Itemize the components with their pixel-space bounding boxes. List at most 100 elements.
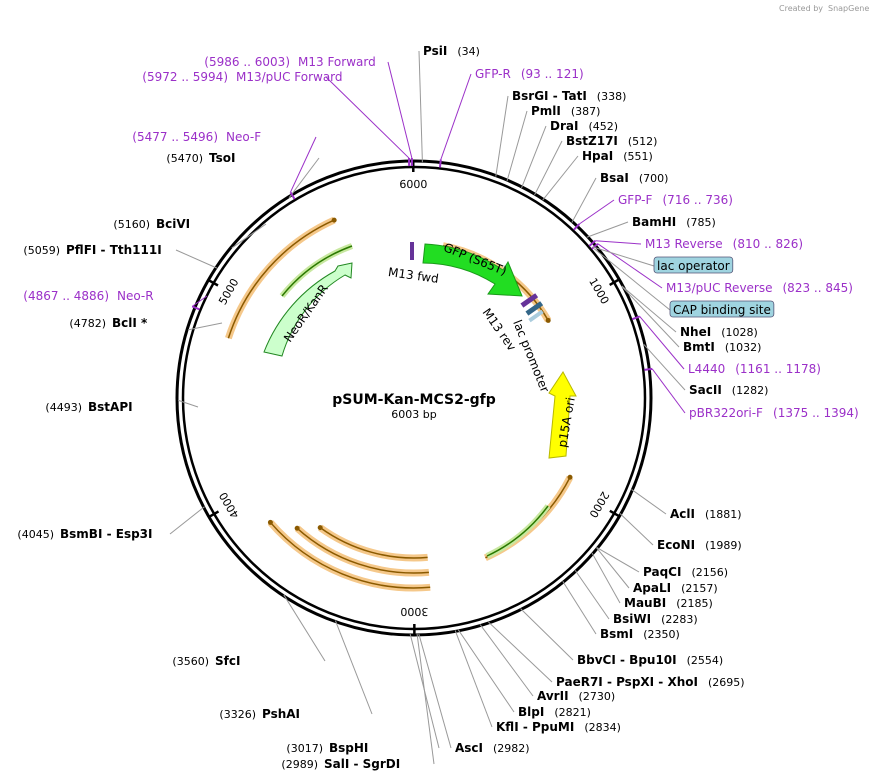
enzyme-position: (2695)	[708, 676, 745, 689]
enzyme-position: (2554)	[687, 654, 724, 667]
enzyme-position: (3326)	[219, 708, 256, 721]
enzyme-label[interactable]: BamHI	[632, 215, 676, 229]
primer-range: (93 .. 121)	[521, 67, 584, 81]
enzyme-label[interactable]: AclI	[670, 507, 695, 521]
primer-range: (4867 .. 4886)	[23, 289, 109, 303]
enzyme-label[interactable]: BstZ17I	[566, 134, 618, 148]
enzyme-position: (2283)	[661, 613, 698, 626]
enzyme-label[interactable]: BsiWI	[613, 612, 651, 626]
primer-label[interactable]: Neo-F	[226, 130, 261, 144]
tick-label-5000: 5000	[216, 276, 241, 307]
enzyme-label[interactable]: PflFI - Tth111I	[66, 243, 162, 257]
enzyme-label[interactable]: AvrII	[537, 689, 569, 703]
enzyme-position: (338)	[597, 90, 627, 103]
enzyme-position: (2350)	[643, 628, 680, 641]
label-leaders	[169, 50, 686, 765]
enzyme-position: (551)	[623, 150, 653, 163]
primer-range: (1161 .. 1178)	[735, 362, 821, 376]
enzyme-label[interactable]: KflI - PpuMI	[496, 720, 574, 734]
enzyme-label[interactable]: HpaI	[582, 149, 613, 163]
enzyme-position: (1028)	[721, 326, 758, 339]
enzyme-position: (2185)	[676, 597, 713, 610]
enzyme-position: (1282)	[732, 384, 769, 397]
enzyme-position: (5160)	[113, 218, 150, 231]
primer-label[interactable]: L4440	[688, 362, 725, 376]
primer-label[interactable]: M13/pUC Reverse	[666, 281, 773, 295]
boxed-feature[interactable]: CAP binding site	[669, 300, 775, 318]
enzyme-label[interactable]: BstAPI	[88, 400, 133, 414]
tick-label-1000: 1000	[586, 276, 611, 307]
site-labels: PsiI (34) BsrGI - TatI (338) PmlI (387)DraI (4…	[17, 44, 858, 771]
primer-label[interactable]: Neo-R	[117, 289, 154, 303]
plasmid-name: pSUM-Kan-MCS2-gfp	[332, 392, 496, 408]
enzyme-position: (1989)	[705, 539, 742, 552]
enzyme-label[interactable]: PaqCI	[643, 565, 681, 579]
enzyme-label[interactable]: DraI	[550, 119, 578, 133]
enzyme-label[interactable]: SalI - SgrDI	[324, 757, 400, 771]
enzyme-position: (785)	[686, 216, 716, 229]
enzyme-label[interactable]: BclI *	[112, 316, 148, 330]
enzyme-position: (4782)	[69, 317, 106, 330]
plasmid-length: 6003 bp	[391, 408, 436, 421]
credit-text: Created by	[779, 4, 823, 13]
tick-5000	[206, 278, 219, 287]
primer-label[interactable]: GFP-F	[618, 193, 653, 207]
enzyme-position: (34)	[457, 45, 480, 58]
feature-neor-kanr[interactable]: NeoR/KanR	[263, 262, 353, 357]
credit-brand: SnapGene	[828, 4, 869, 13]
enzyme-position: (3560)	[172, 655, 209, 668]
boxed-feature-label: lac operator	[657, 259, 730, 273]
enzyme-position: (3017)	[286, 742, 323, 755]
feature-m13-fwd-label: M13 fwd	[387, 265, 439, 286]
feature-gfp[interactable]: GFP (S65T)	[422, 240, 523, 297]
enzyme-label[interactable]: TsoI	[209, 151, 235, 165]
enzyme-label[interactable]: PshAI	[262, 707, 300, 721]
feature-lac-promoter-label: lac promoter	[510, 318, 552, 394]
enzyme-label[interactable]: BbvCI - Bpu10I	[577, 653, 677, 667]
boxed-feature[interactable]: lac operator	[653, 256, 734, 274]
enzyme-label[interactable]: PmlI	[531, 104, 561, 118]
orf-2	[483, 474, 574, 561]
enzyme-label[interactable]: BsmBI - Esp3I	[60, 527, 152, 541]
enzyme-label[interactable]: BciVI	[156, 217, 190, 231]
orf-5	[317, 524, 428, 562]
enzyme-label[interactable]: BsrGI - TatI	[512, 89, 587, 103]
enzyme-position: (5059)	[23, 244, 60, 257]
enzyme-label[interactable]: BspHI	[329, 741, 368, 755]
enzyme-label[interactable]: PsiI	[423, 44, 447, 58]
enzyme-label[interactable]: BsaI	[600, 171, 629, 185]
enzyme-label[interactable]: ApaLI	[633, 581, 671, 595]
enzyme-label[interactable]: MauBI	[624, 596, 666, 610]
enzyme-label[interactable]: PaeR7I - PspXI - XhoI	[556, 675, 698, 689]
enzyme-label[interactable]: SacII	[689, 383, 722, 397]
enzyme-label[interactable]: AscI	[455, 741, 483, 755]
enzyme-label[interactable]: NheI	[680, 325, 711, 339]
enzyme-position: (2834)	[584, 721, 621, 734]
enzyme-label[interactable]: SfcI	[215, 654, 240, 668]
primer-range: (716 .. 736)	[663, 193, 733, 207]
primer-label[interactable]: M13 Reverse	[645, 237, 723, 251]
primer-range: (5986 .. 6003)	[204, 55, 290, 69]
enzyme-position: (1032)	[725, 341, 762, 354]
primer-range: (5477 .. 5496)	[132, 130, 218, 144]
enzyme-label[interactable]: BlpI	[518, 705, 544, 719]
enzyme-position: (452)	[588, 120, 618, 133]
primer-label[interactable]: GFP-R	[475, 67, 511, 81]
primer-label[interactable]: M13/pUC Forward	[236, 70, 343, 84]
enzyme-position: (1881)	[705, 508, 742, 521]
enzyme-position: (387)	[571, 105, 601, 118]
feature-p15a-ori[interactable]: p15A ori	[548, 371, 578, 459]
enzyme-position: (2730)	[579, 690, 616, 703]
enzyme-position: (2156)	[691, 566, 728, 579]
enzyme-position: (2989)	[281, 758, 318, 771]
primer-range: (823 .. 845)	[783, 281, 853, 295]
enzyme-label[interactable]: BsmI	[600, 627, 633, 641]
orf-6	[225, 216, 337, 340]
tick-4000	[207, 510, 220, 519]
primer-label[interactable]: pBR322ori-F	[689, 406, 763, 420]
primer-label[interactable]: M13 Forward	[298, 55, 376, 69]
enzyme-label[interactable]: BmtI	[683, 340, 715, 354]
enzyme-label[interactable]: EcoNI	[657, 538, 695, 552]
boxed-feature-label: CAP binding site	[673, 303, 771, 317]
